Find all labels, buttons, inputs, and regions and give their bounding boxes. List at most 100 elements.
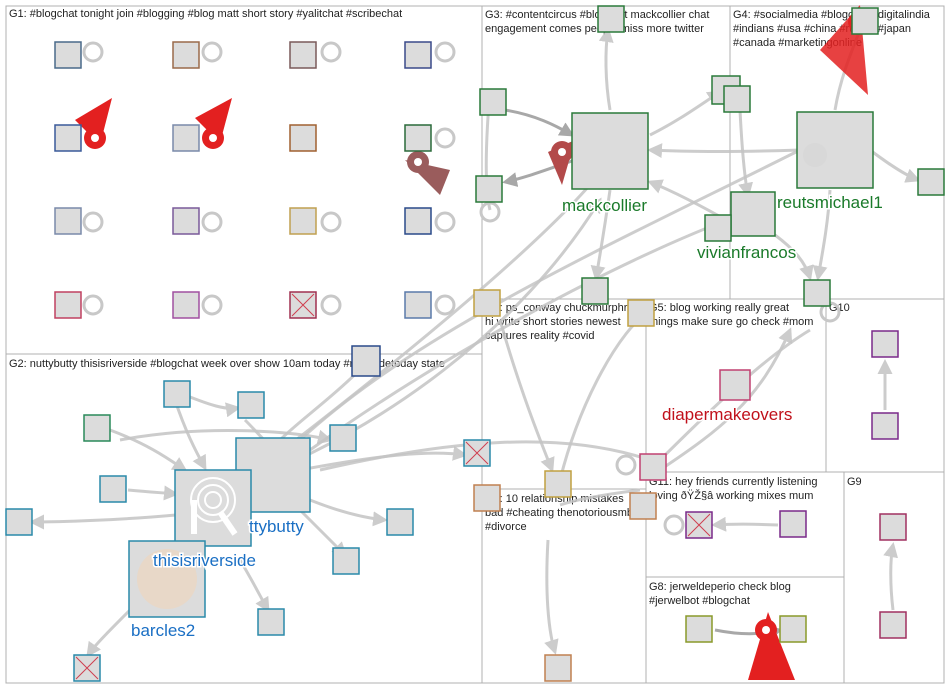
self-loop xyxy=(663,514,685,536)
user-avatar[interactable] xyxy=(917,168,945,196)
vivianfrancos-avatar[interactable] xyxy=(730,191,776,237)
edge xyxy=(647,143,801,159)
pin-shape xyxy=(748,612,795,680)
nodes xyxy=(5,5,945,682)
group-label-g8: G8: jerweldeperio check blog #jerwelbot … xyxy=(649,581,791,607)
self-loop xyxy=(434,41,456,63)
user-avatar[interactable] xyxy=(54,124,82,152)
self-loop xyxy=(434,294,456,316)
user-avatar[interactable] xyxy=(404,124,432,152)
user-avatar[interactable] xyxy=(404,207,432,235)
edge xyxy=(869,148,921,183)
user-avatar[interactable] xyxy=(172,41,200,69)
user-avatar[interactable] xyxy=(329,424,357,452)
user-avatar[interactable] xyxy=(879,611,907,639)
edge xyxy=(173,399,207,471)
self-loop xyxy=(434,211,456,233)
user-avatar[interactable] xyxy=(544,470,572,498)
group-label-g11: G11: hey friends currently listening lov… xyxy=(649,476,818,502)
node-label-barcles2: barcles2 xyxy=(131,621,195,640)
edge xyxy=(109,428,188,472)
user-avatar[interactable] xyxy=(99,475,127,503)
self-loop xyxy=(82,41,104,63)
user-avatar[interactable] xyxy=(172,291,200,319)
pin-shape xyxy=(195,98,232,143)
edge xyxy=(29,513,177,530)
user-avatar[interactable] xyxy=(289,41,317,69)
edge xyxy=(711,516,779,532)
group-label-g6: G6: 10 relationship mistakes bad #cheati… xyxy=(485,493,640,533)
user-avatar[interactable] xyxy=(851,7,879,35)
edge xyxy=(738,109,754,198)
edge xyxy=(774,233,814,281)
edge xyxy=(184,393,241,418)
edge xyxy=(812,189,832,281)
edge-curve xyxy=(659,327,793,472)
user-avatar[interactable] xyxy=(289,124,317,152)
edge-curve xyxy=(309,213,741,452)
edge xyxy=(559,488,641,507)
edge xyxy=(598,27,614,111)
user-avatar[interactable] xyxy=(54,291,82,319)
user-avatar[interactable] xyxy=(289,207,317,235)
self-loop xyxy=(479,201,501,223)
edge xyxy=(127,485,179,501)
group-label-g9: G9 xyxy=(847,476,862,488)
user-avatar[interactable] xyxy=(779,510,807,538)
missing-avatar-icon xyxy=(687,513,711,537)
user-avatar[interactable] xyxy=(54,41,82,69)
user-avatar[interactable] xyxy=(581,277,609,305)
diapermakeovers-avatar[interactable] xyxy=(719,369,751,401)
edge xyxy=(309,498,388,527)
user-avatar[interactable] xyxy=(473,289,501,317)
user-avatar[interactable] xyxy=(723,85,751,113)
user-avatar[interactable] xyxy=(351,345,381,377)
self-loops xyxy=(82,41,841,536)
self-loop xyxy=(320,211,342,233)
user-avatar[interactable] xyxy=(597,5,625,33)
user-avatar[interactable] xyxy=(404,41,432,69)
user-avatar[interactable] xyxy=(704,214,732,242)
user-avatar[interactable] xyxy=(803,279,831,307)
user-avatar[interactable] xyxy=(685,615,713,643)
self-loop xyxy=(320,294,342,316)
missing-avatar-icon xyxy=(75,656,99,680)
user-avatar[interactable] xyxy=(54,207,82,235)
user-avatar[interactable] xyxy=(871,330,899,358)
user-avatar[interactable] xyxy=(627,299,655,327)
user-avatar[interactable] xyxy=(386,508,414,536)
user-avatar[interactable] xyxy=(163,380,191,408)
user-avatar[interactable] xyxy=(172,124,200,152)
node-label-mackcollier: mackcollier xyxy=(562,196,647,215)
user-avatar[interactable] xyxy=(473,484,501,512)
user-avatar[interactable] xyxy=(332,547,360,575)
user-avatar[interactable] xyxy=(257,608,285,636)
edge xyxy=(883,542,899,611)
node-label-diapermakeovers: diapermakeovers xyxy=(662,405,792,424)
user-avatar[interactable] xyxy=(544,654,572,682)
user-avatar[interactable] xyxy=(479,88,507,116)
user-avatar[interactable] xyxy=(871,412,899,440)
edge xyxy=(590,189,612,281)
user-avatar[interactable] xyxy=(475,175,503,203)
node-label-nuttybutty: ttybutty xyxy=(249,517,304,536)
group-label-g1: G1: #blogchat tonight join #blogging #bl… xyxy=(9,8,403,20)
user-avatar[interactable] xyxy=(83,414,111,442)
self-loop xyxy=(82,211,104,233)
user-avatar[interactable] xyxy=(404,291,432,319)
missing-avatar-icon xyxy=(465,441,489,465)
user-avatar[interactable] xyxy=(237,391,265,419)
mackcollier-avatar[interactable] xyxy=(571,112,649,190)
user-avatar[interactable] xyxy=(779,615,807,643)
user-avatar[interactable] xyxy=(172,207,200,235)
missing-avatar-icon xyxy=(291,293,315,317)
user-avatar[interactable] xyxy=(639,453,667,481)
user-avatar[interactable] xyxy=(629,492,657,520)
user-avatar[interactable] xyxy=(879,513,907,541)
edge xyxy=(504,108,575,137)
self-loop xyxy=(201,294,223,316)
edge xyxy=(649,90,723,137)
user-avatar[interactable] xyxy=(5,508,33,536)
edge xyxy=(238,559,270,613)
